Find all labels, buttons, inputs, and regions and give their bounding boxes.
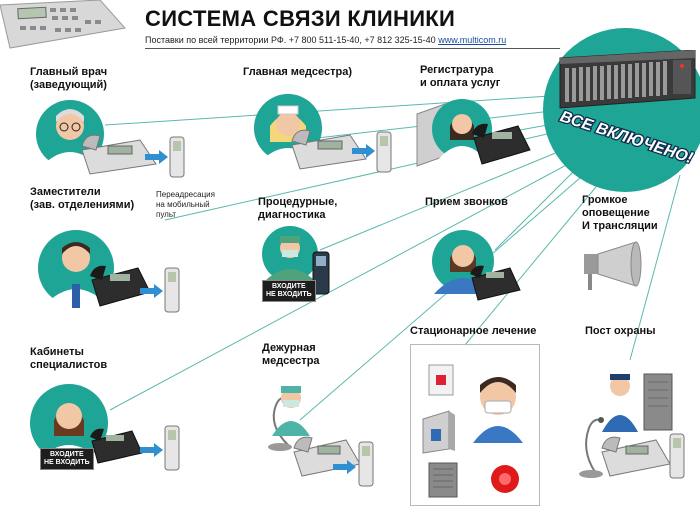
nurse-call-button-icon <box>428 364 454 396</box>
chief-doctor-label: Главный врач(заведующий) <box>30 66 108 91</box>
header-divider <box>145 48 560 49</box>
website-link[interactable]: www.multicom.ru <box>438 35 507 45</box>
mobile-handset-icon <box>169 136 185 178</box>
page-subtitle: Поставки по всей территории РФ. +7 800 5… <box>145 35 506 45</box>
call-panel-icon <box>422 410 455 454</box>
call-panel-icon <box>428 462 458 498</box>
desk-phone-icon <box>472 123 531 165</box>
security-label: Пост охраны <box>585 325 656 337</box>
inpatient-frame <box>410 344 540 506</box>
mobile-handset-icon <box>164 425 180 471</box>
contacts-text: Поставки по всей территории РФ. +7 800 5… <box>145 35 436 45</box>
loudspeaker-icon <box>584 241 642 290</box>
mobile-handset-icon <box>312 251 330 295</box>
arrow-right-icon <box>140 443 163 457</box>
procedures-label: Процедурные,диагностика <box>258 196 338 221</box>
desk-phone-icon <box>601 436 671 477</box>
gooseneck-microphone-icon <box>579 417 604 478</box>
desk-phone-icon <box>470 265 521 301</box>
arrow-right-icon <box>145 150 168 164</box>
arrow-right-icon <box>140 284 163 298</box>
call-panel-icon <box>643 373 673 431</box>
pbx-console-icon <box>0 0 126 49</box>
arrow-right-icon <box>333 460 356 474</box>
mobile-handset-icon <box>358 441 374 487</box>
desk-phone-icon <box>81 134 157 175</box>
inpatient-label: Стационарное лечение <box>410 325 537 337</box>
desk-phone-icon <box>291 129 367 170</box>
mobile-handset-icon <box>376 131 392 173</box>
head-nurse-label: Главная медсестра) <box>243 66 352 78</box>
person-icon <box>272 386 310 436</box>
pbx-device-icon <box>559 50 696 109</box>
person-icon <box>602 374 638 432</box>
mobile-handset-icon <box>164 267 180 313</box>
fire-alarm-icon <box>491 465 519 493</box>
patient-avatar-icon <box>473 377 523 443</box>
desk-phone-icon <box>90 428 143 464</box>
hub-label: ВСЕ ВКЛЮЧЕНО! <box>558 108 695 167</box>
call-reception-label: Прием звонков <box>425 196 508 208</box>
page-title: СИСТЕМА СВЯЗИ КЛИНИКИ <box>145 6 456 31</box>
mobile-handset-icon <box>669 433 685 479</box>
arrow-right-icon <box>352 144 375 158</box>
hub-label-graphic: ВСЕ ВКЛЮЧЕНО! <box>557 107 695 169</box>
deputies-label: Заместители(зав. отделениями) <box>30 186 135 211</box>
